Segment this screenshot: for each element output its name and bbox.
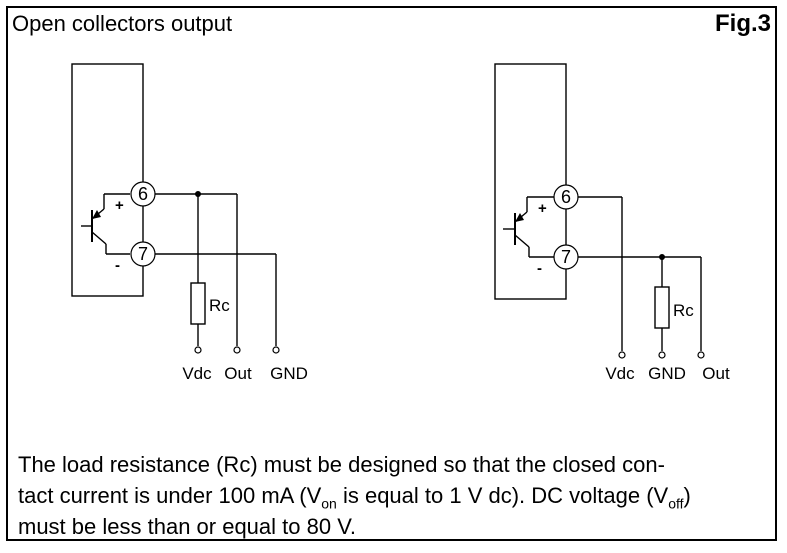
- left-plus-label: +: [115, 197, 124, 214]
- left-pin-7-label: 7: [138, 244, 148, 264]
- right-terminal-out: [697, 351, 705, 359]
- left-terminal-out: [233, 346, 241, 354]
- note-line-2: tact current is under 100 mA (Von is equ…: [18, 480, 770, 511]
- note-line-2-part-c: ): [683, 483, 691, 508]
- right-pin-7-label: 7: [561, 247, 571, 267]
- right-terminal-label-gnd: GND: [648, 364, 686, 383]
- right-device-box: [494, 63, 567, 300]
- left-resistor-label: Rc: [209, 296, 230, 315]
- note-line-2-part-b: is equal to 1 V dc). DC voltage (V: [336, 483, 669, 508]
- right-resistor-icon: [654, 286, 670, 329]
- figure-label: Fig.3: [714, 10, 771, 37]
- right-junction-dot: [659, 254, 665, 260]
- left-terminal-label-gnd: GND: [270, 364, 308, 383]
- left-pin-6-label: 6: [138, 184, 148, 204]
- right-terminal-label-vdc: Vdc: [605, 364, 635, 383]
- left-terminal-label-vdc: Vdc: [182, 364, 212, 383]
- right-transistor-icon: [503, 196, 554, 258]
- note-line-1: The load resistance (Rc) must be designe…: [18, 452, 665, 477]
- left-terminal-gnd: [272, 346, 280, 354]
- page-title: Open collectors output: [12, 11, 233, 36]
- left-terminal-vdc: [194, 346, 202, 354]
- note-subscript-off: off: [668, 495, 684, 512]
- left-circuit: + - 6 7 Rc Vdc Out GND: [71, 63, 308, 383]
- left-terminal-label-out: Out: [224, 364, 252, 383]
- left-device-box: [71, 63, 144, 297]
- right-plus-label: +: [538, 200, 547, 217]
- left-resistor-icon: [190, 282, 206, 325]
- note-line-3: must be less than or equal to 80 V.: [18, 514, 356, 539]
- right-circuit: + - 6 7 Rc Vdc GND Out: [494, 63, 730, 383]
- figure-frame: [6, 6, 777, 541]
- left-transistor-icon: [81, 193, 130, 255]
- right-resistor-label: Rc: [673, 301, 694, 320]
- left-junction-dot: [195, 191, 201, 197]
- right-terminal-label-out: Out: [702, 364, 730, 383]
- left-minus-label: -: [115, 257, 120, 274]
- right-minus-label: -: [537, 260, 542, 277]
- right-terminal-vdc: [618, 351, 626, 359]
- note-line-2-part-a: tact current is under 100 mA (V: [18, 483, 322, 508]
- right-terminal-gnd: [658, 351, 666, 359]
- note-subscript-on: on: [321, 495, 337, 512]
- right-pin-6-label: 6: [561, 187, 571, 207]
